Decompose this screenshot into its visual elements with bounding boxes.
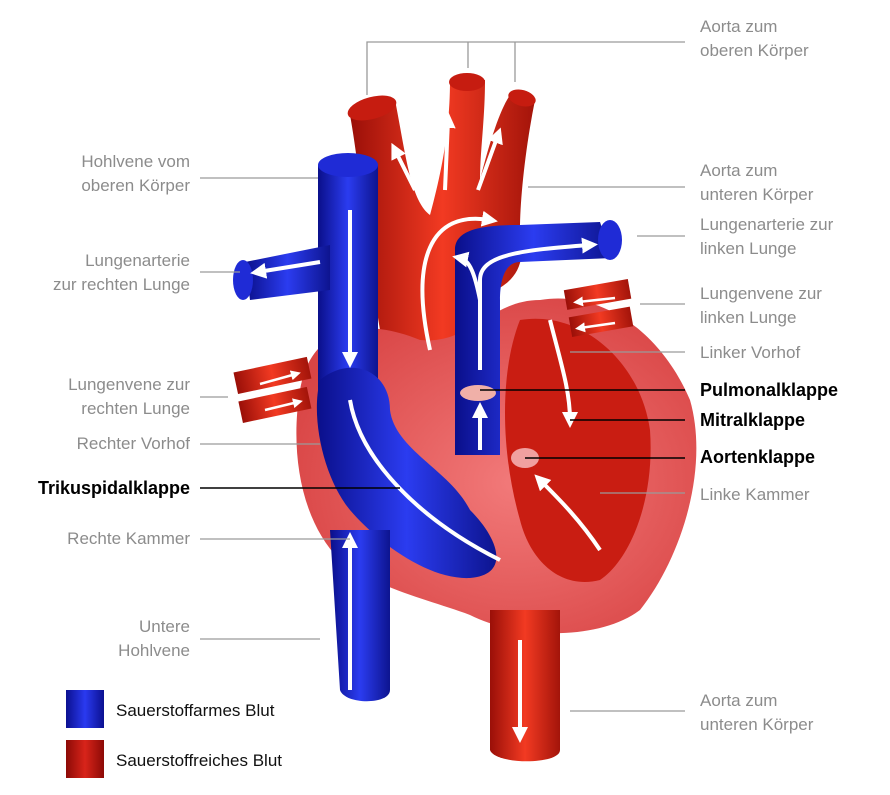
label-line: Aorta zum bbox=[700, 691, 778, 710]
label-line: linken Lunge bbox=[700, 239, 797, 258]
legend-label-deoxygenated: Sauerstoffarmes Blut bbox=[116, 701, 275, 720]
label-line: Lungenarterie zur bbox=[700, 215, 834, 234]
label-mitralklappe: Mitralklappe bbox=[700, 410, 806, 430]
label-line: linken Lunge bbox=[700, 308, 797, 327]
label-line: Untere bbox=[138, 617, 190, 636]
label-linke-kammer: Linke Kammer bbox=[700, 485, 810, 504]
pulmonary-artery-right bbox=[233, 245, 330, 300]
label-lungenarterie-right: Lungenarterie zur rechten Lunge bbox=[53, 249, 190, 297]
label-line: Hohlvene vom bbox=[81, 152, 190, 171]
legend-label-oxygenated: Sauerstoffreiches Blut bbox=[116, 751, 282, 770]
label-lungenvene-left: Lungenvene zur linken Lunge bbox=[700, 282, 822, 330]
label-line: Lungenarterie bbox=[85, 251, 190, 270]
aorta-descending bbox=[490, 610, 560, 762]
label-line: Hohlvene bbox=[118, 641, 190, 660]
label-linker-vorhof: Linker Vorhof bbox=[700, 343, 801, 362]
legend-swatch-deoxygenated bbox=[66, 690, 104, 728]
label-rechte-kammer: Rechte Kammer bbox=[67, 529, 190, 548]
label-line: unteren Körper bbox=[700, 185, 814, 204]
label-rechter-vorhof: Rechter Vorhof bbox=[76, 434, 190, 453]
label-hohlvene-upper: Hohlvene vom oberen Körper bbox=[81, 150, 190, 198]
legend-swatch-oxygenated bbox=[66, 740, 104, 778]
label-line: rechten Lunge bbox=[81, 399, 190, 418]
label-line: Aorta zum bbox=[700, 17, 778, 36]
pulmonary-veins-right bbox=[233, 356, 312, 423]
label-line: Lungenvene zur bbox=[68, 375, 190, 394]
label-aorta-lower-top: Aorta zum unteren Körper bbox=[700, 159, 813, 207]
label-line: oberen Körper bbox=[700, 41, 809, 60]
label-lungenvene-right: Lungenvene zur rechten Lunge bbox=[68, 373, 190, 421]
label-line: Aorta zum bbox=[700, 161, 778, 180]
label-trikuspidalklappe: Trikuspidalklappe bbox=[37, 478, 190, 498]
label-untere-hohlvene: Untere Hohlvene bbox=[118, 615, 190, 663]
label-line: oberen Körper bbox=[81, 176, 190, 195]
label-aorta-lower-bottom: Aorta zum unteren Körper bbox=[700, 689, 813, 737]
pulmonary-valve bbox=[460, 385, 496, 401]
label-lungenarterie-left: Lungenarterie zur linken Lunge bbox=[700, 213, 833, 261]
label-aortenklappe: Aortenklappe bbox=[700, 447, 816, 467]
right-heart-chamber bbox=[316, 367, 497, 579]
label-aorta-upper: Aorta zum oberen Körper bbox=[700, 15, 809, 63]
label-line: zur rechten Lunge bbox=[52, 275, 190, 294]
leader-lines bbox=[200, 41, 685, 712]
label-line: Lungenvene zur bbox=[700, 284, 822, 303]
flow-arrows bbox=[250, 112, 616, 743]
pulmonary-trunk bbox=[455, 220, 622, 455]
label-line: unteren Körper bbox=[700, 715, 814, 734]
vena-cava-inferior bbox=[330, 530, 390, 702]
label-pulmonalklappe: Pulmonalklappe bbox=[700, 380, 839, 400]
